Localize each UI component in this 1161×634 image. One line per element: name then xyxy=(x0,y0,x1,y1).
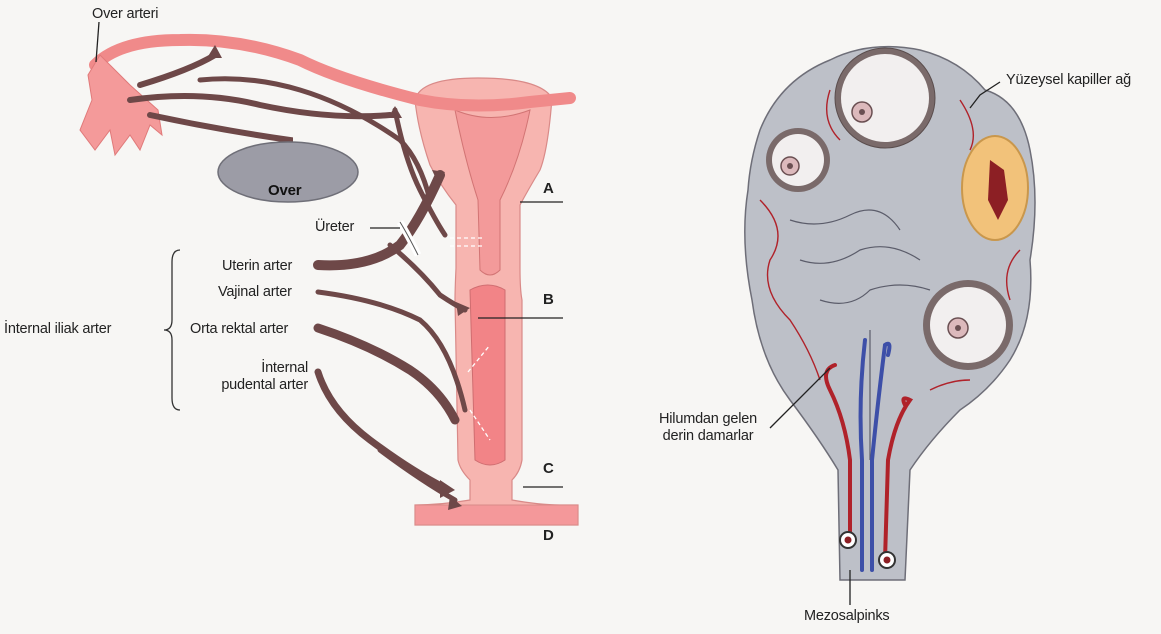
iliac-brace xyxy=(164,250,180,410)
hilum-vessel-right xyxy=(879,552,895,568)
perineum-base xyxy=(415,505,578,525)
label-vajinal-arter: Vajinal arter xyxy=(218,284,292,300)
label-internal-pudental: İnternal pudental arter xyxy=(200,360,308,394)
label-hilumdan-gelen: Hilumdan gelen derin damarlar xyxy=(648,411,768,445)
label-over: Over xyxy=(268,182,301,199)
label-uterin-arter: Uterin arter xyxy=(222,258,292,274)
label-ureter: Üreter xyxy=(315,219,354,235)
label-internal-iliak-arter: İnternal iliak arter xyxy=(4,321,111,337)
follicle-top xyxy=(835,48,935,148)
label-yuzeysel-kapiller: Yüzeysel kapiller ağ xyxy=(1006,72,1131,88)
label-level-d: D xyxy=(543,527,554,544)
ovary-vascular-diagram xyxy=(745,47,1035,605)
hilum-vessel-left xyxy=(840,532,856,548)
label-level-b: B xyxy=(543,291,554,308)
label-internal-pudental-line1: İnternal xyxy=(200,360,308,377)
label-level-a: A xyxy=(543,180,554,197)
label-mezosalpinks: Mezosalpinks xyxy=(804,608,889,624)
label-internal-pudental-line2: pudental arter xyxy=(200,377,308,394)
vaginal-artery xyxy=(318,292,465,410)
arrow-3 xyxy=(388,106,402,118)
vaginal-canal xyxy=(470,285,505,465)
label-over-arteri: Over arteri xyxy=(92,6,158,22)
corpus-luteum xyxy=(962,136,1028,240)
label-hilum-line2: derin damarlar xyxy=(648,428,768,445)
fimbriae xyxy=(80,55,162,155)
internal-pudendal-artery xyxy=(318,372,445,488)
uterus-vascular-diagram xyxy=(80,22,578,525)
vaginal-artery-2 xyxy=(390,245,465,310)
follicle-left xyxy=(766,128,830,192)
label-orta-rektal-arter: Orta rektal arter xyxy=(190,321,288,337)
follicle-right xyxy=(923,280,1013,370)
label-hilum-line1: Hilumdan gelen xyxy=(648,411,768,428)
label-level-c: C xyxy=(543,460,554,477)
